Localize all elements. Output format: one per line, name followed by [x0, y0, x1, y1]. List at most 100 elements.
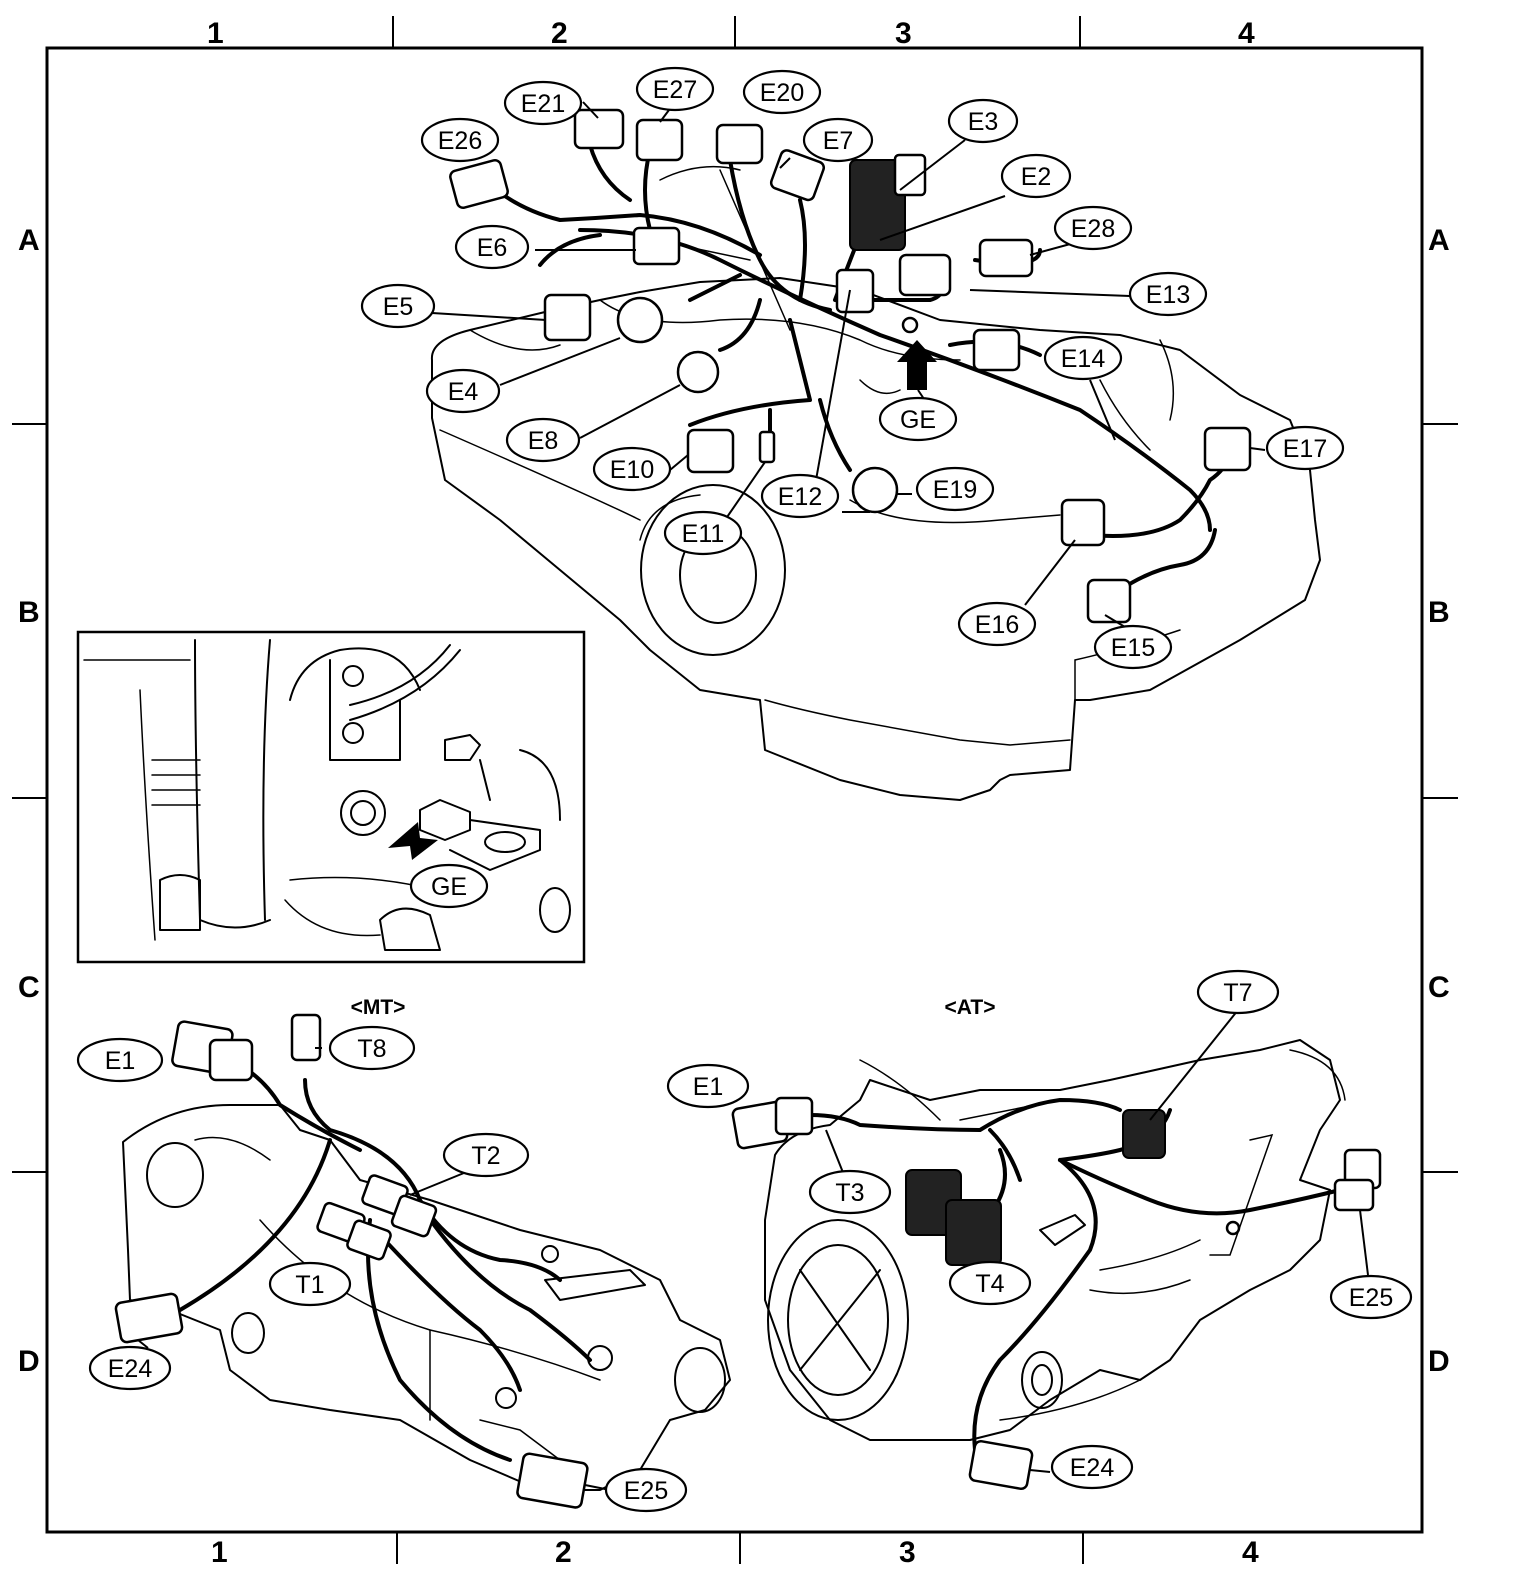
callout-e25-at-text: E25 — [1349, 1284, 1393, 1312]
callout-ge — [878, 396, 958, 442]
callout-e24-at-text: E24 — [1070, 1454, 1115, 1482]
at-variant-label: <AT> — [945, 996, 996, 1019]
callout-e14 — [1043, 335, 1123, 381]
callout-e25-mt-text: E25 — [624, 1477, 668, 1505]
at-callouts: T7 E1 T3 T4 E25 E24 — [666, 969, 1413, 1490]
callout-t1-text: T1 — [295, 1271, 324, 1299]
callout-e20-text: E20 — [760, 79, 804, 107]
callout-e2-text: E2 — [1021, 163, 1052, 191]
grid-row-b-left: B — [18, 596, 40, 629]
callout-ge-inset — [409, 863, 489, 909]
ground-inset: GE — [76, 630, 586, 964]
callout-e26-text: E26 — [438, 127, 482, 155]
callout-e13 — [1128, 271, 1208, 317]
engine-callouts: E21 E27 E20 E26 E7 E3 E2 E28 E6 E13 E5 E… — [360, 66, 1345, 670]
callout-e25-at — [1329, 1274, 1413, 1320]
callout-t3-text: T3 — [835, 1179, 864, 1207]
callout-e24-at — [1050, 1444, 1134, 1490]
grid-col-4-bottom: 4 — [1242, 1536, 1259, 1569]
callout-e14-text: E14 — [1061, 345, 1106, 373]
callout-e5-text: E5 — [383, 293, 414, 321]
engine-leader-lines — [431, 101, 1266, 631]
callout-e11 — [663, 510, 743, 556]
callout-e12-text: E12 — [778, 483, 822, 511]
mt-connectors — [114, 1013, 589, 1509]
grid-row-d-right: D — [1428, 1345, 1450, 1378]
callout-e1-mt-text: E1 — [105, 1047, 136, 1075]
callout-t4 — [948, 1260, 1032, 1306]
grid-col-3-top: 3 — [895, 17, 912, 50]
callout-e17 — [1265, 425, 1345, 471]
callout-e27-text: E27 — [653, 76, 697, 104]
callout-t2 — [442, 1132, 530, 1178]
callout-e26 — [420, 117, 500, 163]
grid-col-2-bottom: 2 — [555, 1536, 572, 1569]
callout-e1-at — [666, 1063, 750, 1109]
callout-t4-text: T4 — [975, 1270, 1004, 1298]
callout-e20 — [742, 69, 822, 115]
callout-e24-mt — [88, 1345, 172, 1391]
inset-ground-arrow-icon — [388, 822, 438, 860]
callout-e16 — [957, 601, 1037, 647]
callout-e3-text: E3 — [968, 108, 999, 136]
callout-e19-text: E19 — [933, 476, 977, 504]
callout-e15-text: E15 — [1111, 634, 1155, 662]
mt-transmission-illustration — [122, 1104, 731, 1491]
mt-variant-label: <MT> — [351, 996, 406, 1019]
grid-row-d-left: D — [18, 1345, 40, 1378]
grid-row-a-right: A — [1428, 224, 1450, 257]
callout-t8 — [328, 1025, 416, 1071]
callout-e10-text: E10 — [610, 456, 654, 484]
grid-col-4-top: 4 — [1238, 17, 1255, 50]
callout-t8-text: T8 — [357, 1035, 386, 1063]
callout-t7-text: T7 — [1223, 979, 1252, 1007]
callout-e8-text: E8 — [528, 427, 559, 455]
callout-e1-at-text: E1 — [693, 1073, 724, 1101]
callout-e6-text: E6 — [477, 234, 508, 262]
grid-row-b-right: B — [1428, 596, 1450, 629]
grid-col-3-bottom: 3 — [899, 1536, 916, 1569]
callout-e28 — [1053, 205, 1133, 251]
callout-e12 — [760, 473, 840, 519]
callout-t7 — [1196, 969, 1280, 1015]
callout-e5 — [360, 283, 436, 329]
callout-ge-text: GE — [900, 406, 936, 434]
callout-e11-text: E11 — [682, 520, 725, 548]
mt-harness-wires — [143, 1063, 592, 1462]
callout-e27 — [635, 66, 715, 112]
grid-row-c-right: C — [1428, 971, 1450, 1004]
callout-e28-text: E28 — [1071, 215, 1115, 243]
mt-callouts: E1 T8 T2 T1 E24 E25 — [76, 1025, 688, 1513]
callout-e16-text: E16 — [975, 611, 1019, 639]
callout-e10 — [592, 446, 672, 492]
grid-col-2-top: 2 — [551, 17, 568, 50]
grid-row-c-left: C — [18, 971, 40, 1004]
callout-t1 — [268, 1261, 352, 1307]
callout-e15 — [1093, 624, 1173, 670]
callout-e6 — [454, 224, 530, 270]
callout-ge-inset-text: GE — [431, 873, 467, 901]
at-connectors — [731, 1096, 1382, 1491]
callout-e8 — [505, 417, 581, 463]
callout-e2 — [1000, 153, 1072, 199]
engine-connectors — [449, 108, 1252, 624]
callout-e7 — [802, 117, 874, 163]
at-leader-lines — [825, 1009, 1369, 1473]
callout-e3 — [947, 98, 1019, 144]
callout-e7-text: E7 — [823, 127, 854, 155]
grid-row-a-left: A — [18, 224, 40, 257]
callout-e21 — [503, 80, 583, 126]
grid-col-1-bottom: 1 — [211, 1536, 228, 1569]
callout-e4 — [425, 368, 501, 414]
callout-e24-mt-text: E24 — [108, 1355, 153, 1383]
callout-e13-text: E13 — [1146, 281, 1190, 309]
callout-e21-text: E21 — [521, 90, 565, 118]
callout-t3 — [808, 1169, 892, 1215]
callout-e17-text: E17 — [1283, 435, 1327, 463]
callout-e1-mt — [76, 1037, 164, 1083]
at-harness-wires — [808, 1098, 1342, 1452]
callout-e4-text: E4 — [448, 378, 479, 406]
callout-e25-mt — [604, 1467, 688, 1513]
at-transmission-illustration — [764, 1039, 1346, 1441]
